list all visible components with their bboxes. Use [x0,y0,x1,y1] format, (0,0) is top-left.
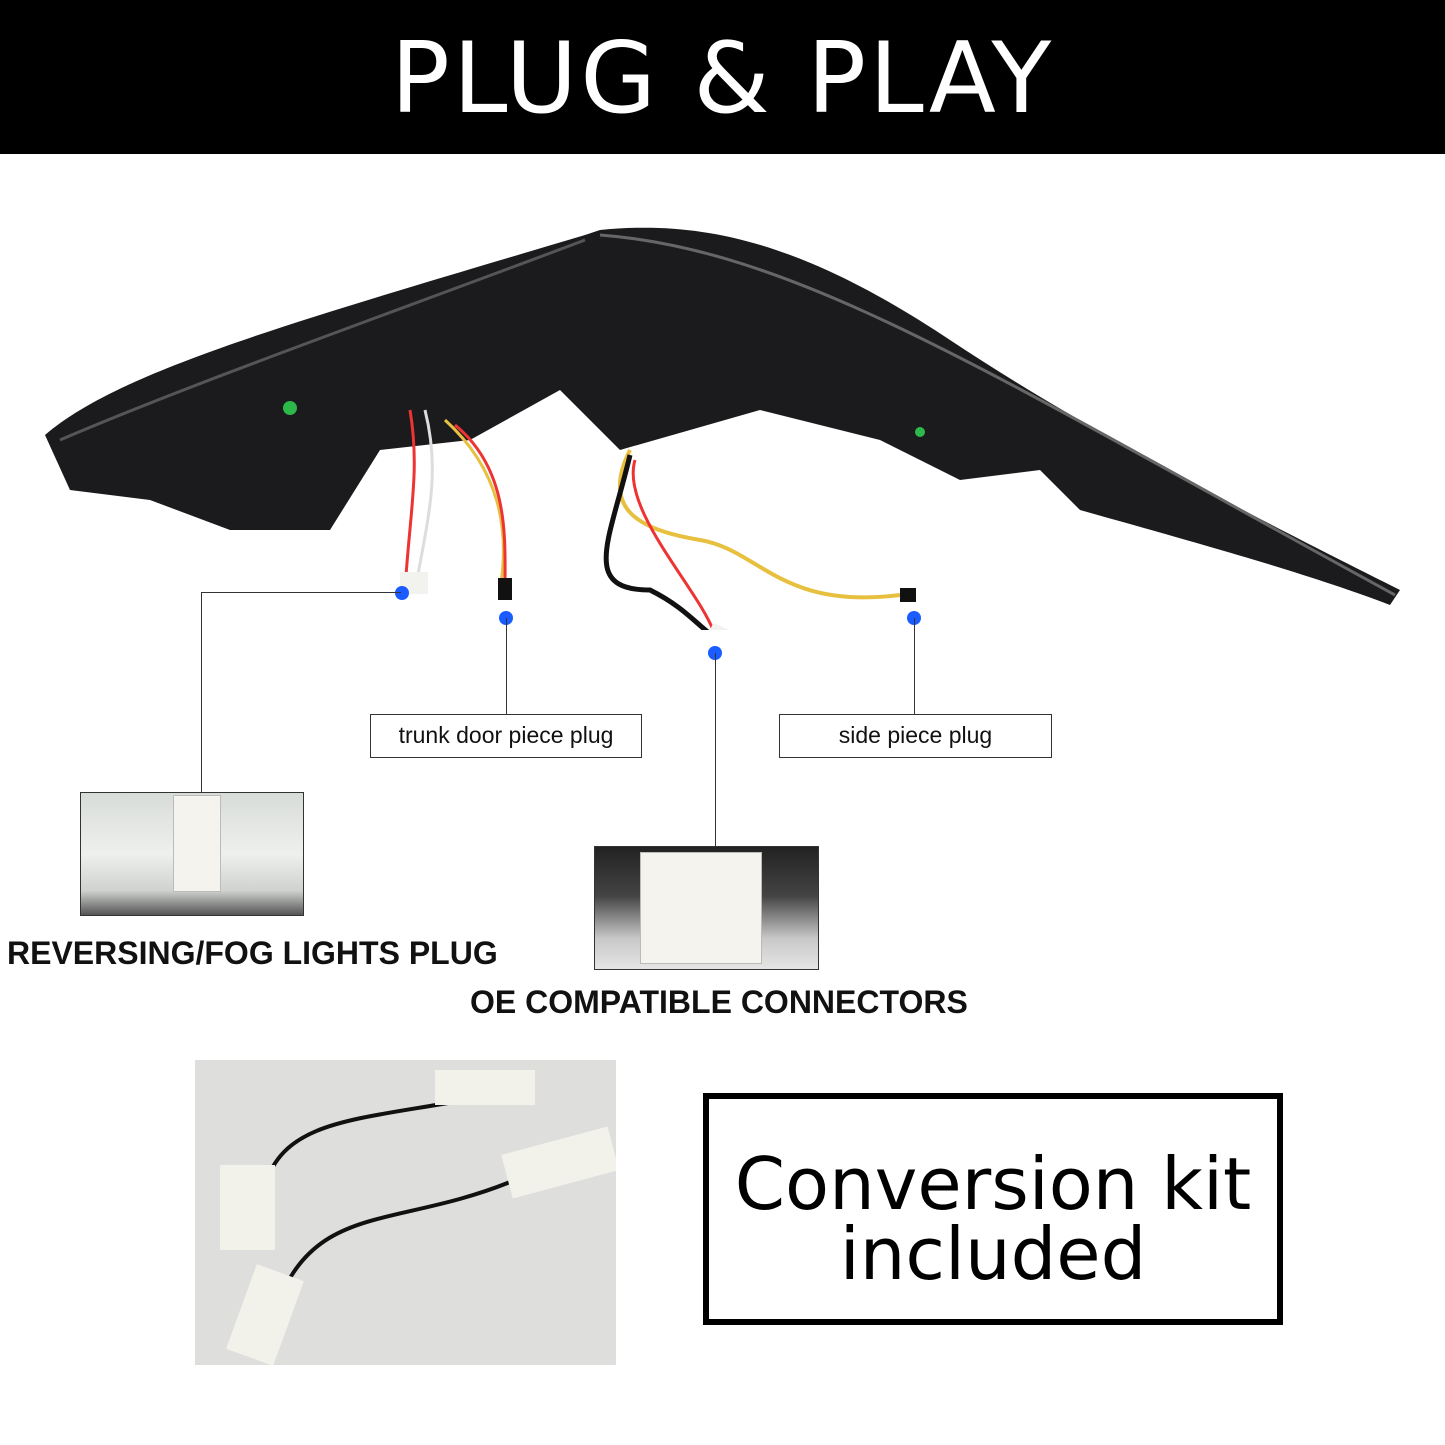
reversing-caption: REVERSING/FOG LIGHTS PLUG [7,935,498,971]
leader-line [715,653,716,846]
plug-icon [640,852,762,964]
trunk-door-plug-label: trunk door piece plug [370,714,642,758]
oe-caption: OE COMPATIBLE CONNECTORS [470,984,968,1020]
page-title: PLUG & PLAY [390,22,1055,136]
header-banner [0,0,1445,154]
leader-line [201,592,401,593]
reversing-plug-photo [80,792,304,916]
leader-line [914,618,915,714]
kit-line-1: Conversion kit [734,1142,1252,1226]
leader-line [506,618,507,714]
connector-dot [395,586,409,600]
side-piece-plug-label: side piece plug [779,714,1052,758]
kit-line-2: included [839,1212,1147,1296]
conversion-kit-photo [195,1060,620,1366]
oe-connector-photo [594,846,819,970]
tail-light-image [45,227,1400,630]
leader-line [201,592,202,792]
conversion-kit-box: Conversion kit included [703,1093,1283,1325]
plug-icon [173,795,221,892]
